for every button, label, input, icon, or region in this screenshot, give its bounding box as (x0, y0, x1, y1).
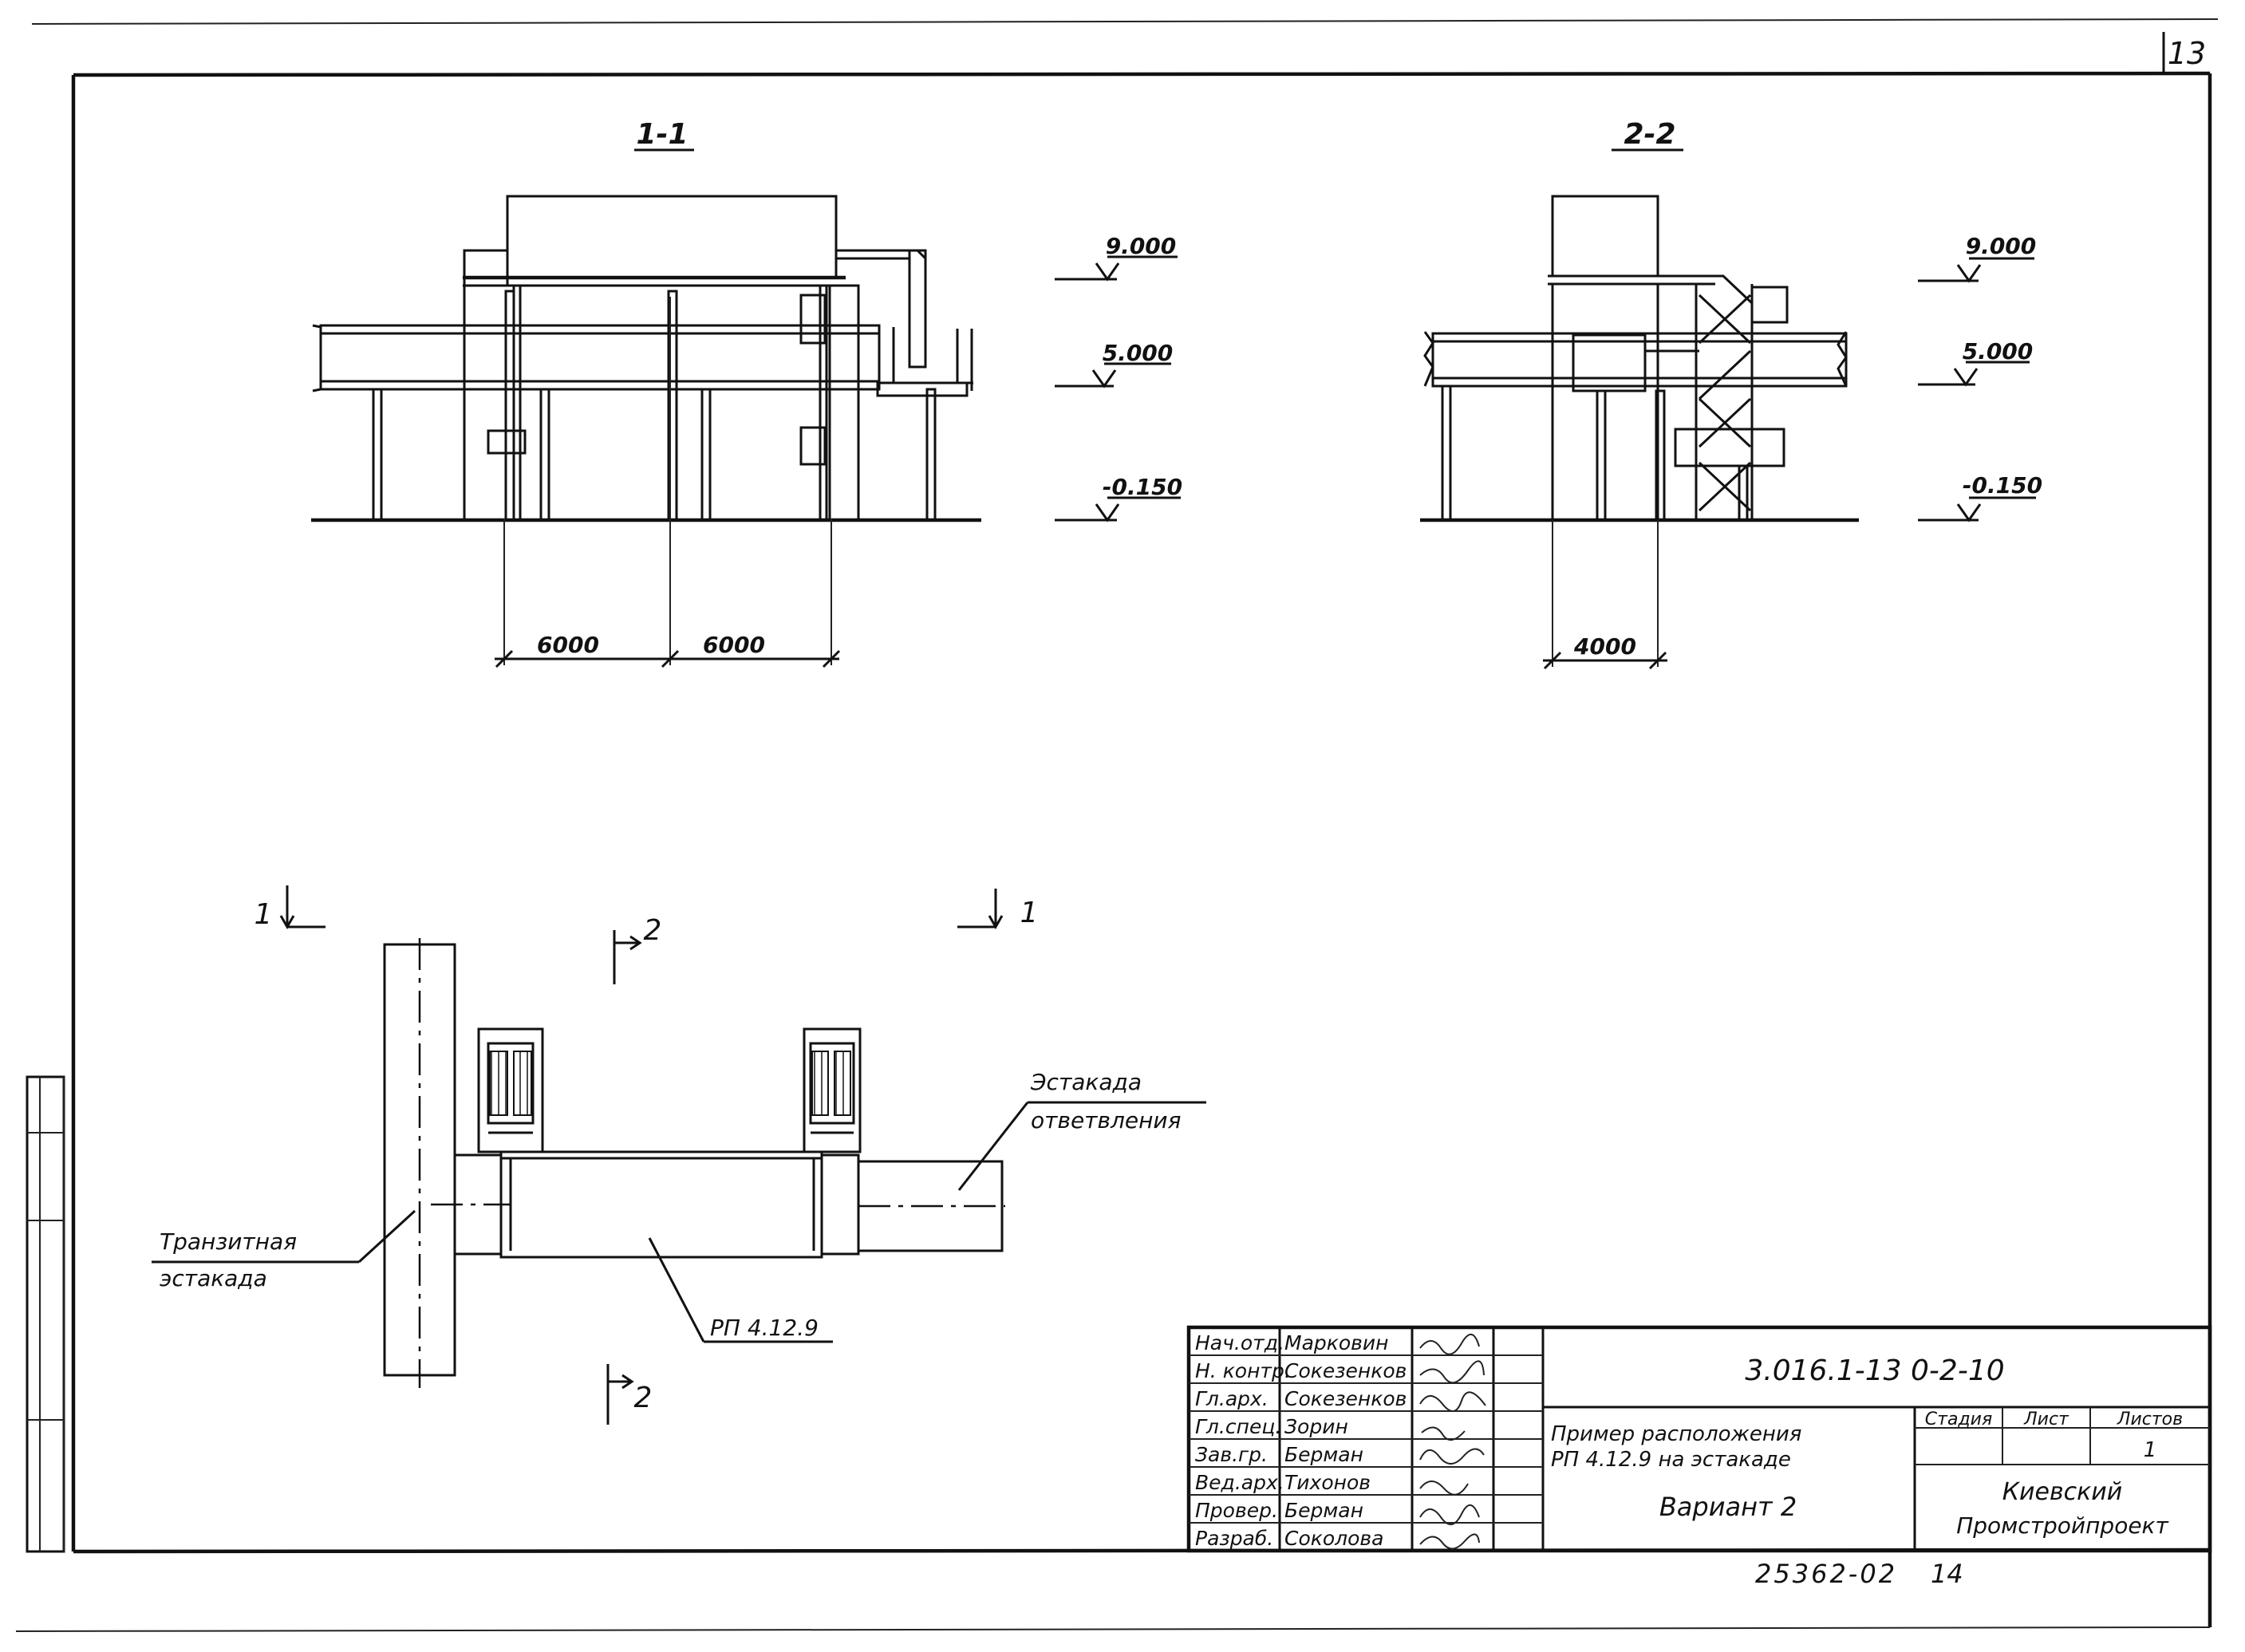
cut-marker-1-right: 1 (957, 889, 1039, 930)
label-transit-1: Транзитная (160, 1228, 297, 1255)
svg-text:Берман: Берман (1284, 1443, 1363, 1466)
cut-marker-2-bottom: 2 (606, 1364, 653, 1425)
page-number: 13 (2168, 36, 2206, 71)
svg-text:Нач.отд.: Нач.отд. (1195, 1331, 1284, 1354)
dim-4000: 4000 (1573, 633, 1636, 660)
title-block-roles: Нач.отд. Н. контр. Гл.арх. Гл.спец. Зав.… (1195, 1331, 1291, 1550)
section-2-2: 2-2 (1420, 118, 2042, 670)
svg-text:2: 2 (644, 914, 662, 947)
svg-text:1: 1 (254, 898, 273, 931)
org-line-2: Промстройпроект (1956, 1512, 2168, 1539)
cut-marker-2-top: 2 (613, 914, 662, 984)
label-transit-2: эстакада (160, 1265, 267, 1291)
svg-text:Вед.арх.: Вед.арх. (1195, 1471, 1284, 1494)
sheet-frame: 13 (15, 18, 2219, 1632)
svg-text:2: 2 (634, 1382, 653, 1414)
svg-text:Гл.арх.: Гл.арх. (1195, 1387, 1268, 1410)
level-0150-s2: -0.150 (1963, 472, 2042, 499)
title-block-names: Марковин Сокезенков Сокезенков Зорин Бер… (1284, 1331, 1407, 1550)
svg-text:Сокезенков: Сокезенков (1284, 1387, 1407, 1410)
rp-unit-body (499, 1150, 823, 1259)
svg-text:Гл.спец.: Гл.спец. (1195, 1415, 1281, 1438)
level-9000-s1: 9.000 (1106, 233, 1177, 259)
level-0150-s1: -0.150 (1103, 474, 1182, 500)
svg-text:1: 1 (1020, 897, 1039, 929)
document-code: 3.016.1-13 0-2-10 (1745, 1354, 2004, 1387)
svg-text:Сокезенков: Сокезенков (1284, 1359, 1407, 1382)
level-5000-s1: 5.000 (1103, 340, 1174, 366)
svg-text:Зорин: Зорин (1284, 1415, 1348, 1438)
footer-sheet: 14 (1931, 1559, 1963, 1589)
meta-header-sheet: Лист (2023, 1410, 2069, 1429)
description-line-2: РП 4.12.9 на эстакаде (1551, 1448, 1791, 1472)
svg-text:Зав.гр.: Зав.гр. (1195, 1443, 1268, 1466)
section-1-1-columns (369, 290, 940, 522)
svg-text:Тихонов: Тихонов (1284, 1471, 1371, 1494)
section-2-2-title: 2-2 (1624, 118, 1675, 151)
org-line-1: Киевский (2002, 1478, 2123, 1506)
meta-header-stage: Стадия (1925, 1410, 1992, 1429)
stair-tower-right (803, 1027, 862, 1153)
level-5000-s2: 5.000 (1963, 338, 2034, 365)
label-branch-1: Эстакада (1030, 1069, 1142, 1095)
signatures (1419, 1334, 1486, 1550)
svg-text:Разраб.: Разраб. (1195, 1527, 1273, 1550)
cut-marker-1-left: 1 (254, 885, 326, 931)
dim-6000-left: 6000 (537, 632, 599, 658)
section-1-1-title: 1-1 (636, 118, 688, 151)
level-marks-2-2: 9.000 5.000 -0.150 (1918, 233, 2042, 522)
level-9000-s2: 9.000 (1966, 233, 2037, 259)
footer-number: 25362-02 (1755, 1559, 1897, 1589)
meta-header-sheets: Листов (2117, 1410, 2183, 1429)
plan-view: 1 1 2 2 (152, 885, 1206, 1425)
stair-tower-left (477, 1027, 544, 1153)
svg-text:Берман: Берман (1284, 1499, 1363, 1522)
title-block: Нач.отд. Н. контр. Гл.арх. Гл.спец. Зав.… (1186, 1325, 2212, 1553)
label-rp-unit: РП 4.12.9 (710, 1315, 819, 1341)
svg-text:Соколова: Соколова (1284, 1527, 1383, 1550)
section-1-1: 1-1 (311, 118, 1182, 668)
dim-6000-right: 6000 (703, 632, 765, 658)
label-branch-2: ответвления (1031, 1107, 1181, 1134)
level-marks-1-1: 9.000 5.000 -0.150 (1055, 233, 1182, 522)
variant-label: Вариант 2 (1659, 1492, 1797, 1522)
meta-value-sheets: 1 (2144, 1438, 2157, 1462)
svg-text:Марковин: Марковин (1284, 1331, 1388, 1354)
svg-text:Провер.: Провер. (1195, 1499, 1278, 1522)
description-line-1: Пример расположения (1551, 1422, 1801, 1446)
svg-text:Н. контр.: Н. контр. (1195, 1359, 1291, 1382)
